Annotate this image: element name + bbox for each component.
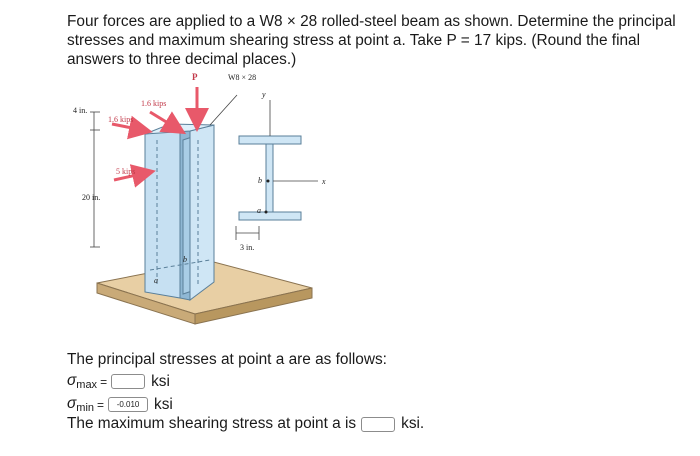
- label-point-b: b: [258, 176, 262, 185]
- sigma-min-unit: ksi: [154, 395, 173, 413]
- label-point-a-beam: a: [154, 276, 158, 285]
- label-section: W8 × 28: [228, 73, 256, 82]
- force-16-arrow-b: [111, 115, 153, 140]
- sigma-max-row: σmax = ksi: [67, 372, 170, 391]
- question-text: Four forces are applied to a W8 × 28 rol…: [67, 13, 676, 68]
- force-5-arrow: [113, 164, 156, 188]
- label-dim-4in: 4 in.: [73, 106, 87, 115]
- label-p: P: [192, 72, 198, 82]
- label-force-16-b: 1.6 kips: [108, 115, 133, 124]
- shear-row: The maximum shearing stress at point a i…: [67, 415, 424, 433]
- sigma-max-input[interactable]: [111, 374, 146, 389]
- label-force-16-a: 1.6 kips: [141, 99, 166, 108]
- sigma-min-symbol: σmin: [67, 395, 95, 414]
- sigma-max-unit: ksi: [151, 372, 170, 390]
- sigma-min-equals: =: [97, 397, 105, 412]
- label-dim-20in: 20 in.: [82, 193, 100, 202]
- shear-text: The maximum shearing stress at point a i…: [67, 415, 357, 432]
- dimension-lines: [90, 94, 260, 248]
- i-section: [238, 100, 318, 221]
- label-point-b-beam: b: [183, 255, 187, 264]
- answers-heading: The principal stresses at point a are as…: [67, 351, 387, 368]
- shear-input[interactable]: [361, 416, 396, 432]
- label-force-5: 5 kips: [116, 167, 135, 176]
- sigma-min-row: σmin = -0.010 ksi: [67, 395, 173, 414]
- sigma-max-equals: =: [100, 374, 108, 389]
- sigma-max-symbol: σmax: [67, 372, 98, 391]
- shear-unit: ksi.: [401, 415, 425, 432]
- force-16-arrow-a: [149, 110, 187, 135]
- label-x-axis: x: [321, 177, 326, 186]
- w-beam-column: [144, 123, 215, 301]
- label-point-a: a: [257, 206, 261, 215]
- label-y-axis: y: [261, 90, 266, 99]
- sigma-min-input[interactable]: -0.010: [108, 397, 149, 412]
- label-dim-3in: 3 in.: [240, 243, 254, 252]
